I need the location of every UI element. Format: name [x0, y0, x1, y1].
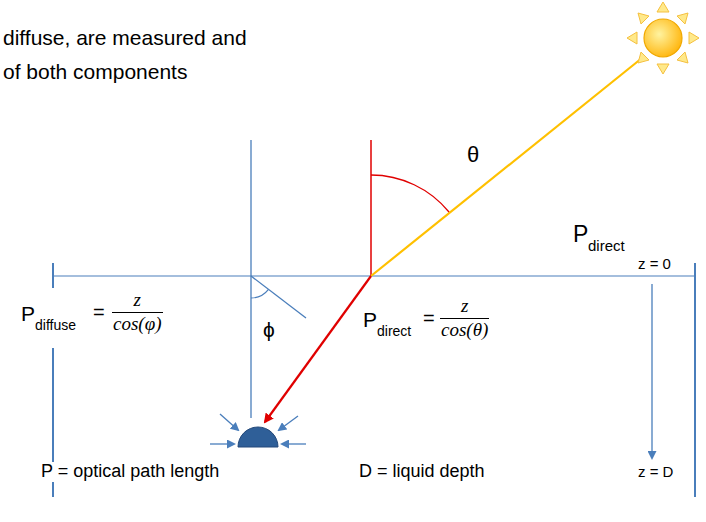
depth-arrow: [651, 284, 652, 458]
operator-label: =: [422, 307, 436, 329]
diffuse-ray: [251, 276, 306, 318]
angle-arc: [371, 175, 449, 212]
formula-group: zcos(θ)Pdirect=: [360, 296, 493, 352]
operator-label: =: [92, 301, 106, 323]
caption-text: P = optical path length: [40, 462, 220, 482]
sun-ray: [371, 58, 642, 276]
denominator-label: cos(φ): [112, 314, 163, 335]
subscript-label: direct: [587, 238, 626, 255]
refracted-ray: [265, 276, 371, 422]
axis-label: z = D: [637, 464, 674, 481]
subscript-label: direct: [376, 324, 412, 339]
denominator-label: cos(θ): [440, 320, 489, 341]
incoming-light: [210, 443, 234, 444]
axis-label: z = 0: [637, 256, 672, 273]
fraction-bar: [112, 312, 163, 313]
angle-label: θ: [466, 143, 480, 167]
incoming-light: [282, 443, 306, 444]
fraction: z cos(φ): [112, 290, 163, 335]
normal-line: [250, 140, 251, 418]
sun-icon: [627, 2, 699, 74]
numerator-label: z: [112, 290, 163, 311]
angle-arc: [251, 289, 269, 298]
incoming-light: [220, 414, 238, 430]
note-text: diffuse, are measured and: [2, 26, 248, 49]
liquid-surface: [53, 275, 695, 276]
angle-label: ϕ: [262, 318, 276, 341]
formula-group: zcos(φ)Pdiffuse=: [16, 288, 166, 348]
fraction-bar: [440, 318, 489, 319]
note-text: of both components: [2, 60, 188, 83]
fraction: z cos(θ): [440, 296, 489, 341]
incoming-light: [279, 416, 298, 430]
caption-text: D = liquid depth: [358, 462, 486, 482]
detector: [238, 427, 278, 447]
normal-line: [370, 140, 372, 276]
numerator-label: z: [440, 296, 489, 317]
tank-wall: [694, 263, 696, 497]
subscript-label: diffuse: [34, 318, 77, 333]
